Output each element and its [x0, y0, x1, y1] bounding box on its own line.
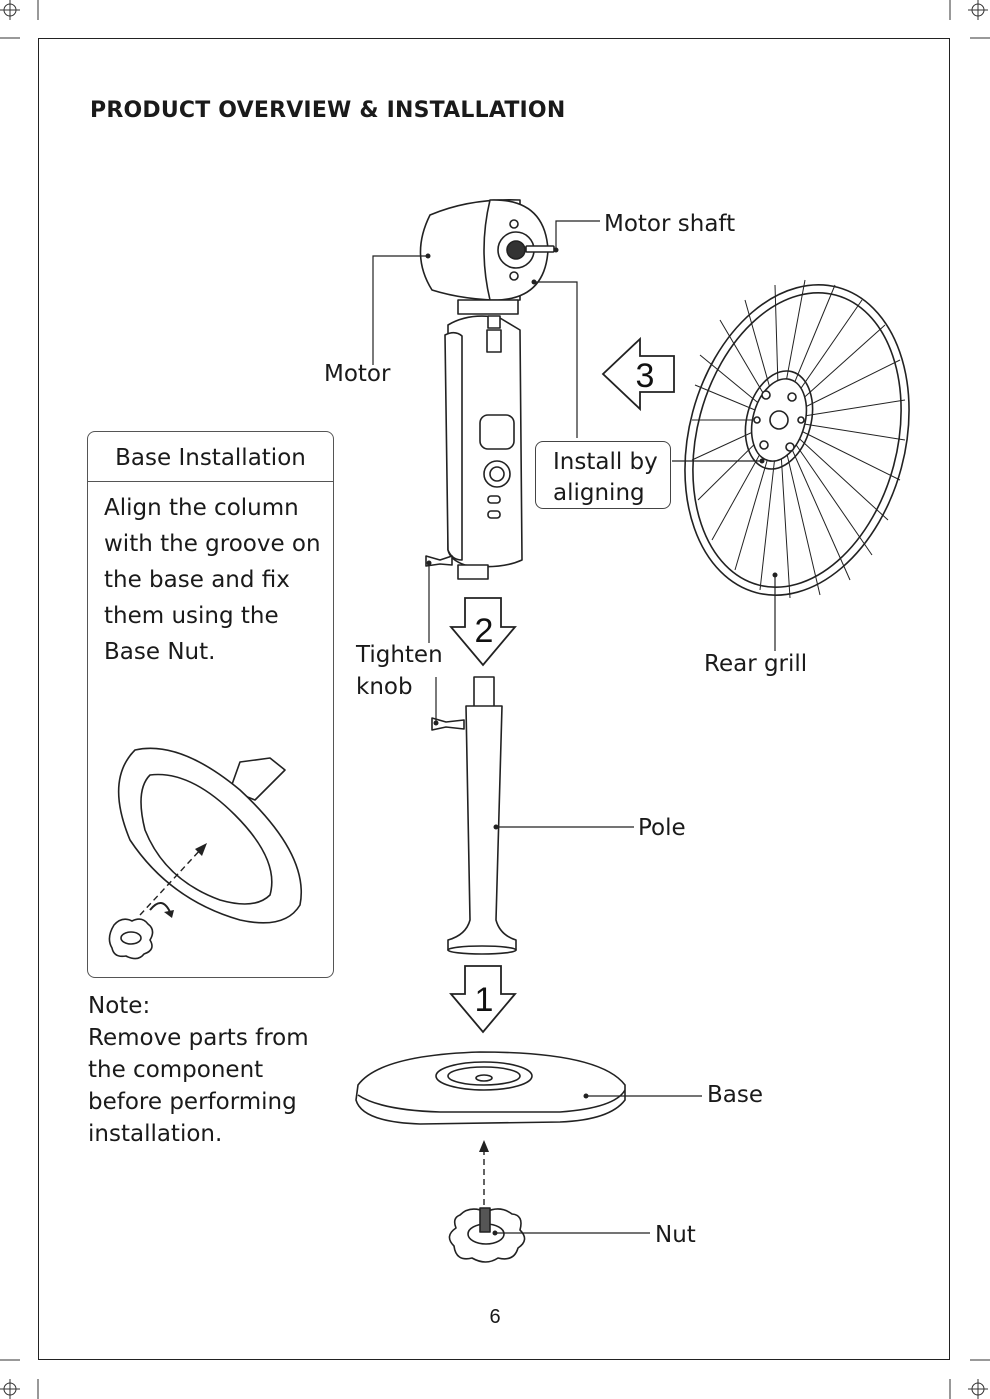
base-installation-line: Base Nut.: [104, 634, 329, 670]
note-line: Remove parts from: [88, 1022, 309, 1054]
install-line-1: Install by: [553, 447, 670, 478]
base-illustration: [356, 1052, 625, 1124]
page-number: 6: [0, 1306, 990, 1329]
label-nut: Nut: [655, 1219, 696, 1251]
step-2-number: 2: [475, 612, 494, 650]
note-heading: Note:: [88, 990, 309, 1022]
note-block: Note: Remove parts from the component be…: [88, 990, 309, 1150]
rear-grill-illustration: [652, 259, 942, 620]
label-rear-grill: Rear grill: [704, 648, 807, 680]
base-installation-line: with the groove on: [104, 526, 329, 562]
step-3-number: 3: [636, 357, 655, 395]
motor-illustration: [420, 200, 554, 314]
label-pole: Pole: [638, 812, 686, 844]
pole-illustration: [432, 677, 516, 954]
note-line: installation.: [88, 1118, 309, 1150]
base-installation-heading: Base Installation: [88, 432, 333, 482]
install-line-2: aligning: [553, 478, 670, 509]
label-tighten-line-2: knob: [356, 671, 413, 703]
label-base: Base: [707, 1079, 763, 1111]
base-installation-line: the base and fix: [104, 562, 329, 598]
step-1-number: 1: [475, 981, 494, 1019]
label-install-by-aligning: Install by aligning: [535, 441, 671, 509]
note-line: the component: [88, 1054, 309, 1086]
base-installation-text: Align the column with the groove on the …: [104, 490, 329, 670]
label-tighten-line-1: Tighten: [356, 639, 443, 671]
label-motor-shaft: Motor shaft: [604, 208, 735, 240]
nut-illustration: [449, 1208, 524, 1262]
note-line: before performing: [88, 1086, 309, 1118]
label-motor: Motor: [324, 358, 390, 390]
base-installation-box: Base Installation Align the column with …: [87, 431, 334, 978]
base-installation-line: Align the column: [104, 490, 329, 526]
column-illustration: [426, 316, 522, 579]
base-installation-line: them using the: [104, 598, 329, 634]
